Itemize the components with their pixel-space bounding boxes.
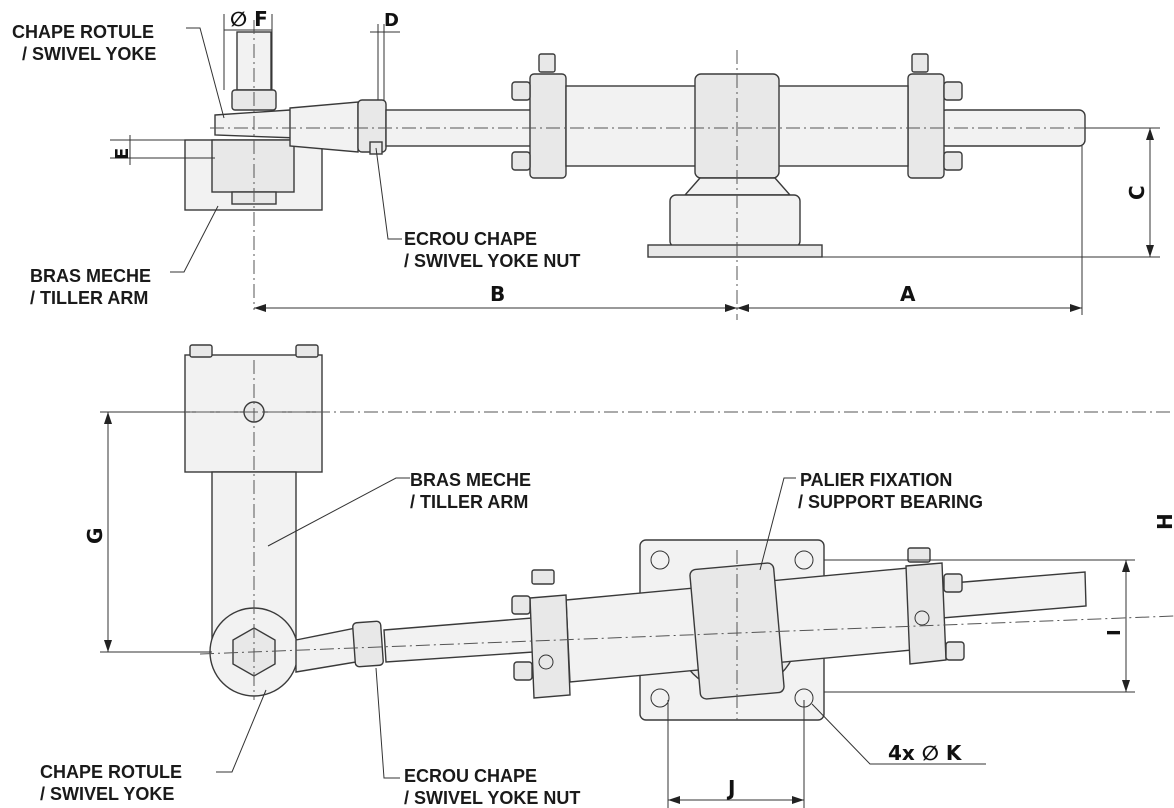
label-bras-meche-top: BRAS MECHE bbox=[30, 266, 151, 286]
label-swivel-yoke-nut-top: / SWIVEL YOKE NUT bbox=[404, 251, 580, 271]
label-tiller-arm-top: / TILLER ARM bbox=[30, 288, 148, 308]
swivel-yoke-nut-plan bbox=[352, 620, 384, 668]
dim-a: A bbox=[900, 282, 916, 306]
label-chape-rotule-bottom: CHAPE ROTULE bbox=[40, 762, 182, 782]
dim-h: H bbox=[1153, 513, 1174, 530]
end-cap-bolts bbox=[511, 53, 963, 171]
label-swivel-yoke-bottom: / SWIVEL YOKE bbox=[40, 784, 174, 804]
label-palier-fixation: PALIER FIXATION bbox=[800, 470, 952, 490]
right-cap-plan bbox=[905, 562, 947, 665]
plan-view: G H I J bbox=[83, 344, 1174, 808]
label-chape-rotule-top: CHAPE ROTULE bbox=[12, 22, 154, 42]
label-support-bearing: / SUPPORT BEARING bbox=[798, 492, 983, 512]
dim-c: C bbox=[1125, 185, 1149, 200]
label-holes: 4x ∅ K bbox=[888, 741, 963, 765]
dim-d: D bbox=[384, 10, 399, 31]
dim-g: G bbox=[83, 528, 107, 544]
left-cap-plan bbox=[529, 594, 571, 699]
dim-e: E bbox=[112, 148, 133, 160]
label-bras-meche-bottom: BRAS MECHE bbox=[410, 470, 531, 490]
dim-j: J bbox=[726, 776, 735, 800]
label-ecrou-chape-bottom: ECROU CHAPE bbox=[404, 766, 537, 786]
end-cap-bolts-plan bbox=[511, 547, 965, 681]
left-end-cap bbox=[529, 73, 567, 179]
right-end-cap bbox=[907, 73, 945, 179]
support-bearing-housing bbox=[669, 194, 801, 248]
dim-f: ∅ F bbox=[230, 7, 268, 31]
yoke-neck bbox=[289, 101, 359, 153]
label-swivel-yoke-nut-bottom: / SWIVEL YOKE NUT bbox=[404, 788, 580, 808]
dim-i: I bbox=[1104, 629, 1125, 636]
dim-b: B bbox=[490, 282, 505, 306]
rod-left-plan bbox=[383, 617, 535, 663]
tiller-hub bbox=[211, 139, 295, 193]
label-tiller-arm-bottom: / TILLER ARM bbox=[410, 492, 528, 512]
side-elevation-view: B A C E ∅ F D bbox=[110, 7, 1160, 320]
label-ecrou-chape-top: ECROU CHAPE bbox=[404, 229, 537, 249]
label-swivel-yoke-top: / SWIVEL YOKE bbox=[22, 44, 156, 64]
support-bearing-base bbox=[647, 244, 823, 258]
